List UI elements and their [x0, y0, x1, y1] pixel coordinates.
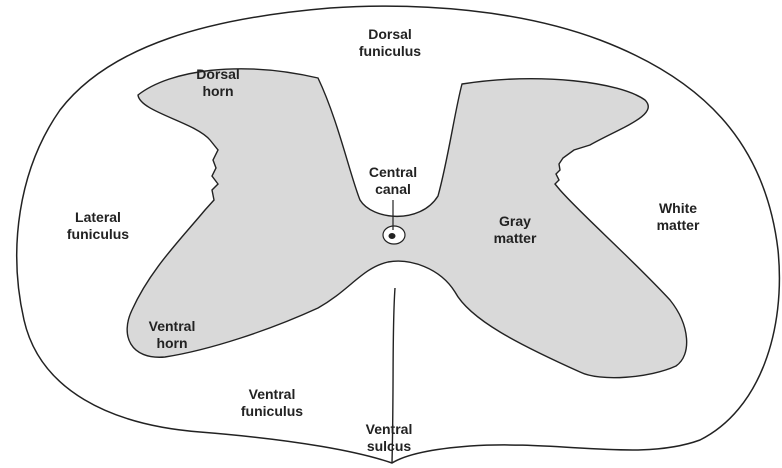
label-dorsal-funiculus-line1: Dorsal — [350, 26, 430, 43]
label-dorsal-horn: Dorsal horn — [178, 66, 258, 100]
label-lateral-funiculus: Lateral funiculus — [58, 209, 138, 243]
label-dorsal-funiculus-line2: funiculus — [350, 43, 430, 60]
label-gray-matter-line2: matter — [475, 230, 555, 247]
central-canal-inner — [389, 233, 396, 239]
label-white-matter: White matter — [638, 200, 718, 234]
label-ventral-sulcus: Ventral sulcus — [349, 421, 429, 455]
label-central-canal-line1: Central — [353, 164, 433, 181]
label-white-matter-line1: White — [638, 200, 718, 217]
label-gray-matter: Gray matter — [475, 213, 555, 247]
label-ventral-sulcus-line2: sulcus — [349, 438, 429, 455]
label-gray-matter-line1: Gray — [475, 213, 555, 230]
label-ventral-funiculus: Ventral funiculus — [232, 386, 312, 420]
label-dorsal-funiculus: Dorsal funiculus — [350, 26, 430, 60]
label-white-matter-line2: matter — [638, 217, 718, 234]
label-central-canal: Central canal — [353, 164, 433, 198]
label-ventral-horn-line1: Ventral — [132, 318, 212, 335]
label-ventral-funiculus-line2: funiculus — [232, 403, 312, 420]
label-dorsal-horn-line2: horn — [178, 83, 258, 100]
label-lateral-funiculus-line2: funiculus — [58, 226, 138, 243]
label-ventral-horn-line2: horn — [132, 335, 212, 352]
label-central-canal-line2: canal — [353, 181, 433, 198]
label-ventral-funiculus-line1: Ventral — [232, 386, 312, 403]
label-ventral-horn: Ventral horn — [132, 318, 212, 352]
label-lateral-funiculus-line1: Lateral — [58, 209, 138, 226]
label-ventral-sulcus-line1: Ventral — [349, 421, 429, 438]
label-dorsal-horn-line1: Dorsal — [178, 66, 258, 83]
